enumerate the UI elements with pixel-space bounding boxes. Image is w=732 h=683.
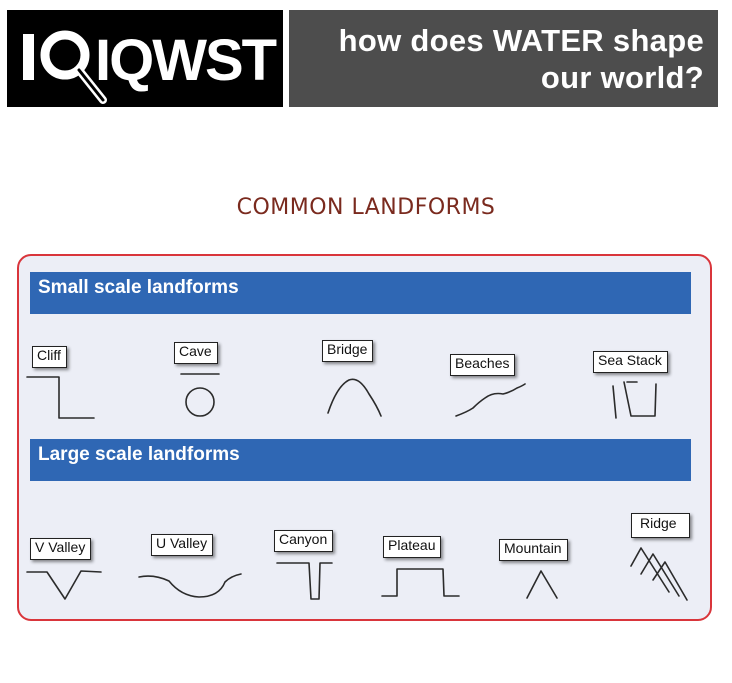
plateau-sketch-icon (381, 568, 460, 597)
tagline-banner: how does WATER shape our world? (289, 10, 718, 107)
small-scale-heading: Small scale landforms (30, 272, 691, 314)
label-beaches: Beaches (450, 354, 516, 376)
label-cave: Cave (174, 342, 218, 364)
tagline-line-2: our world? (540, 60, 704, 95)
landforms-panel: Small scale landforms Large scale landfo… (17, 254, 712, 621)
label-canyon: Canyon (274, 530, 334, 552)
large-scale-heading: Large scale landforms (30, 439, 691, 481)
cave-sketch-icon (180, 373, 220, 417)
landform-sketches (26, 373, 688, 601)
u-valley-sketch-icon (138, 573, 242, 598)
ridge-sketch-icon (630, 547, 688, 601)
label-plateau: Plateau (383, 536, 442, 558)
label-v-valley: V Valley (30, 538, 92, 560)
label-mountain: Mountain (499, 539, 568, 561)
iqwst-logo: IQWST (7, 10, 283, 107)
tagline-line-1: how does WATER shape (338, 23, 704, 58)
canyon-sketch-icon (276, 562, 333, 600)
label-u-valley: U Valley (151, 534, 214, 556)
tagline: how does WATER shape our world? (304, 22, 704, 96)
section-title: COMMON LANDFORMS (236, 195, 496, 220)
label-ridge: Ridge (631, 513, 690, 538)
label-bridge: Bridge (322, 340, 374, 362)
magnifier-logo-icon: IQWST (23, 28, 279, 104)
beaches-sketch-icon (455, 383, 526, 417)
sea-stack-sketch-icon (612, 381, 657, 419)
logo-wordmark: IQWST (95, 28, 277, 93)
cliff-sketch-icon (26, 376, 95, 419)
label-cliff: Cliff (32, 346, 67, 368)
mountain-sketch-icon (526, 570, 558, 599)
bridge-sketch-icon (327, 378, 382, 417)
label-sea-stack: Sea Stack (593, 351, 668, 373)
v-valley-sketch-icon (26, 570, 102, 600)
